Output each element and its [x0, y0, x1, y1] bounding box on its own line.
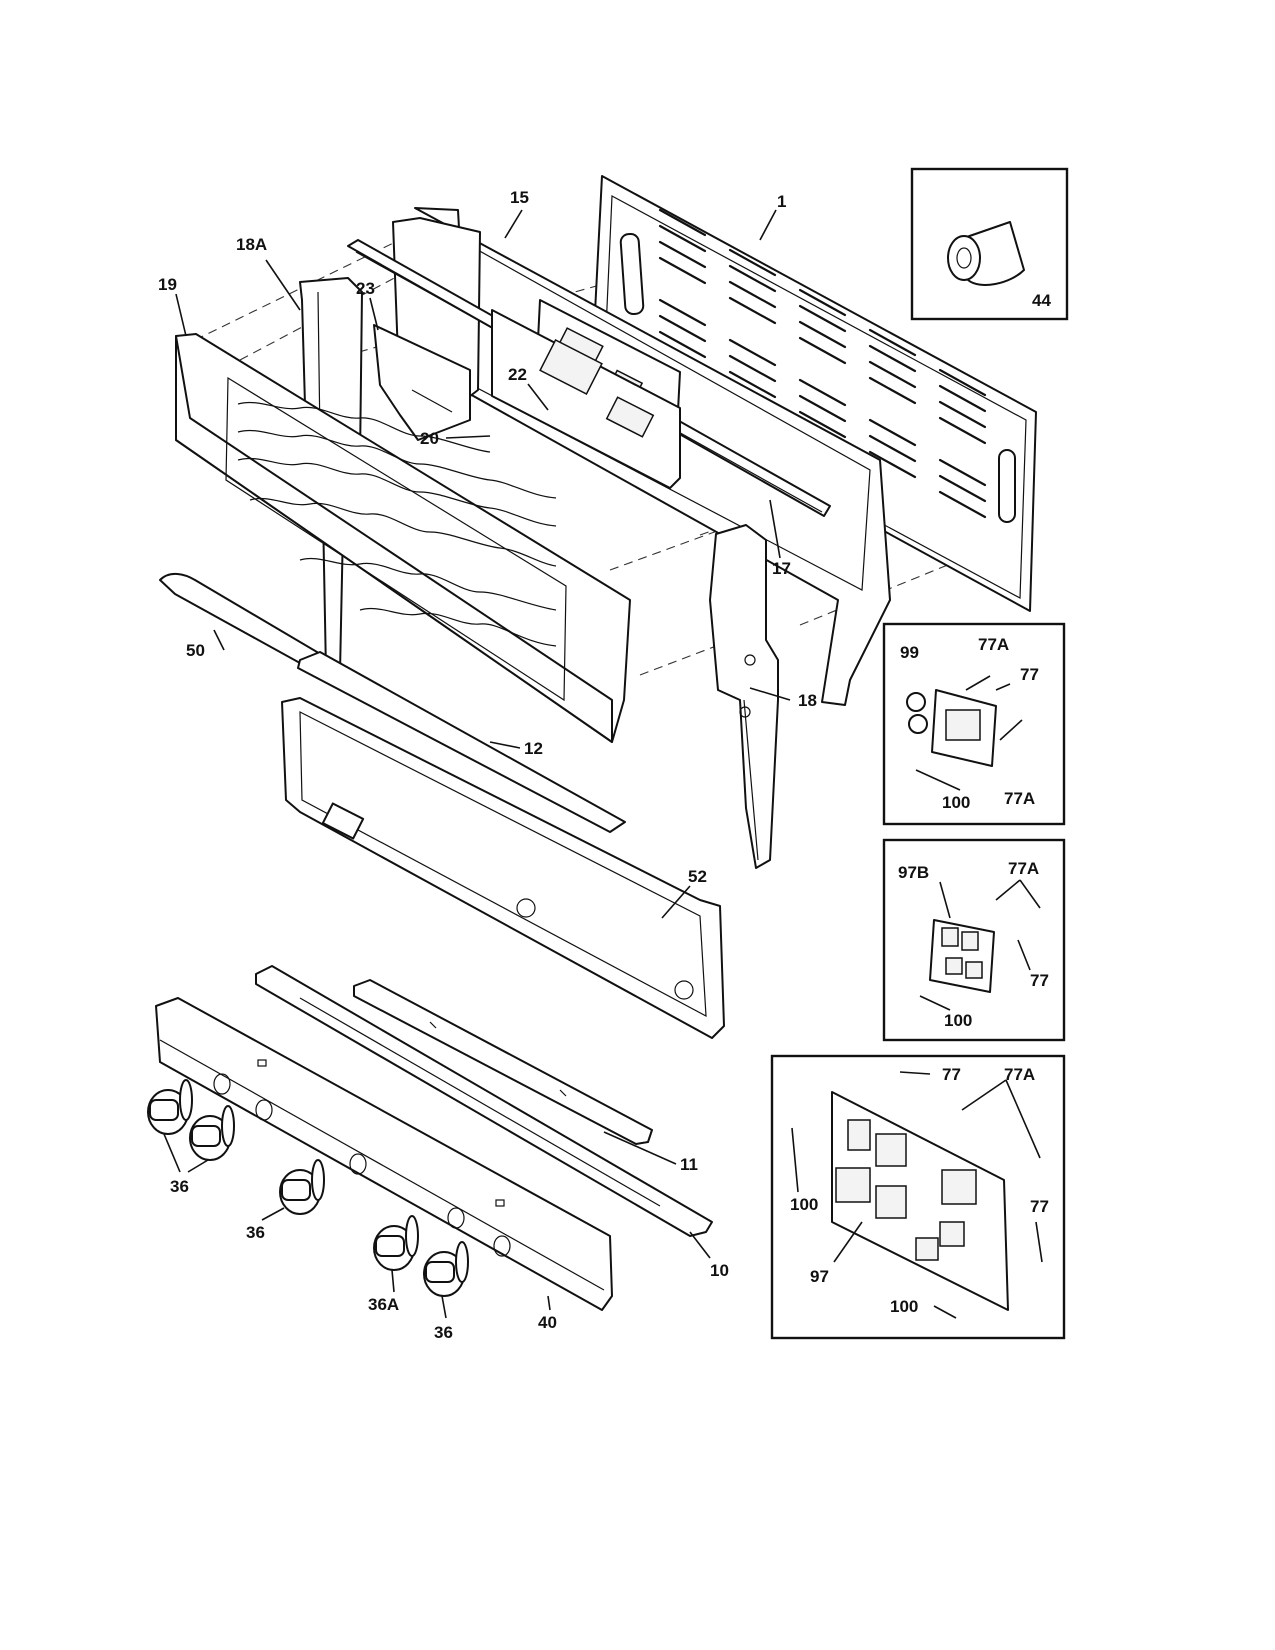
knob	[189, 1105, 235, 1161]
part-overlay	[255, 965, 713, 1237]
callout-100: 100	[944, 1011, 972, 1030]
callout-23: 23	[356, 279, 375, 298]
callout-40: 40	[538, 1313, 557, 1332]
inset-knob-cap	[910, 167, 1069, 321]
callout-20: 20	[420, 429, 439, 448]
callout-77A: 77A	[1004, 789, 1035, 808]
callout-77: 77	[1030, 971, 1049, 990]
callout-18: 18	[798, 691, 817, 710]
callout-99: 99	[900, 643, 919, 662]
part-electronic-control	[491, 309, 681, 489]
callout-15: 15	[510, 188, 529, 207]
part-bracket	[373, 324, 471, 441]
callout-77A: 77A	[1004, 1065, 1035, 1084]
knob	[423, 1241, 469, 1297]
inset-board-97B	[882, 838, 1066, 1042]
callout-77: 77	[1020, 665, 1039, 684]
inset-board-99	[882, 622, 1066, 826]
callout-19: 19	[158, 275, 177, 294]
part-control-panel	[175, 333, 631, 743]
callout-36A: 36A	[368, 1295, 399, 1314]
callout-36: 36	[246, 1223, 265, 1242]
callout-36: 36	[434, 1323, 453, 1342]
inset-board-97	[770, 1054, 1066, 1340]
part-manifold-panel	[155, 997, 613, 1311]
callout-17: 17	[772, 559, 791, 578]
callout-77A: 77A	[1008, 859, 1039, 878]
callout-100: 100	[942, 793, 970, 812]
part-right-side-bracket	[709, 524, 779, 869]
callout-18A: 18A	[236, 235, 267, 254]
part-overlay-strip	[353, 979, 653, 1145]
callout-77A: 77A	[978, 635, 1009, 654]
part-lower-frame	[281, 697, 725, 1039]
callout-50: 50	[186, 641, 205, 660]
callout-44: 44	[1032, 291, 1051, 310]
callout-97B: 97B	[898, 863, 929, 882]
callout-12: 12	[524, 739, 543, 758]
callout-1: 1	[777, 192, 786, 211]
callout-100: 100	[890, 1297, 918, 1316]
knob	[279, 1159, 325, 1215]
vent-slots	[658, 208, 987, 519]
callout-100: 100	[790, 1195, 818, 1214]
callout-77: 77	[942, 1065, 961, 1084]
callout-labels: 1 15 18A 19 23 22 20 17 18 50 12 52 11 1…	[158, 188, 1051, 1342]
callout-52: 52	[688, 867, 707, 886]
callout-22: 22	[508, 365, 527, 384]
callout-97: 97	[810, 1267, 829, 1286]
part-knobs	[147, 1079, 469, 1297]
knob	[373, 1215, 419, 1271]
callout-77: 77	[1030, 1197, 1049, 1216]
part-lower-trim	[297, 651, 626, 833]
part-rear-panel	[591, 175, 1037, 612]
callout-11: 11	[680, 1155, 698, 1174]
leader-lines	[163, 209, 791, 1319]
knob	[147, 1079, 193, 1135]
callout-10: 10	[710, 1261, 729, 1280]
callout-36: 36	[170, 1177, 189, 1196]
